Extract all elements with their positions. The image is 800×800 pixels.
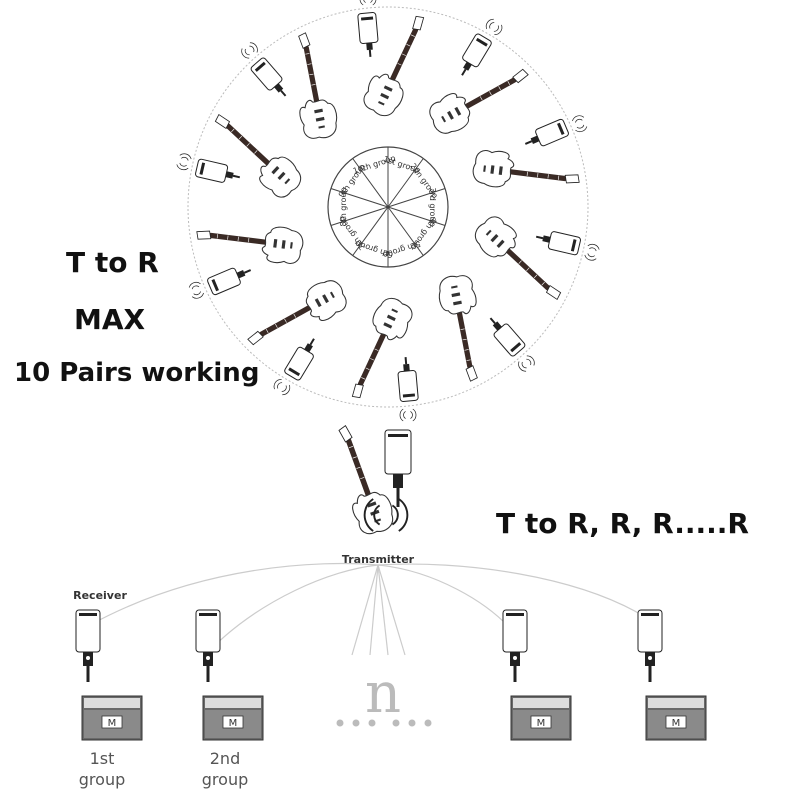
ray-3 [377, 564, 389, 656]
n-symbol: n [365, 661, 401, 726]
wheel-group-3: 3rd group [428, 187, 437, 226]
caption-group-1-line1: 1st [90, 749, 115, 768]
dot [424, 719, 432, 727]
amp-badge: M [672, 718, 681, 729]
guitar-1 [356, 0, 437, 120]
guitar-4 [455, 205, 601, 320]
ray-2 [369, 564, 379, 656]
wheel-spoke [387, 206, 424, 256]
group-wheel: 1st group 2dn group 3rd group 4th group … [327, 146, 449, 268]
guitar-10 [239, 5, 377, 155]
dot [336, 719, 344, 727]
receiver-unit [501, 608, 529, 684]
guitar-5 [399, 259, 537, 409]
wheel-spoke [330, 206, 389, 226]
dot [392, 719, 400, 727]
amp-badge: M [229, 718, 238, 729]
receiver-unit [74, 608, 102, 684]
caption-group-2-line1: 2nd [210, 749, 240, 768]
receiver-label: Receiver [73, 589, 127, 602]
arc-left [89, 562, 379, 626]
receiver-group-3: M [501, 608, 572, 741]
wheel-spoke [330, 188, 389, 208]
transmitter: Transmitter [325, 420, 415, 566]
receiver-unit [636, 608, 664, 684]
guitar-2 [414, 17, 553, 166]
dot [408, 719, 416, 727]
guitar-6 [339, 294, 420, 422]
wheel-spoke [352, 158, 389, 208]
ellipsis-dots [336, 719, 432, 727]
wheel-spoke [352, 206, 389, 256]
dot [352, 719, 360, 727]
arc-left-inner [209, 564, 379, 651]
guitar-9 [175, 94, 321, 209]
amp-badge: M [537, 718, 546, 729]
wheel-spoke [387, 158, 424, 208]
arc-right [377, 563, 651, 621]
pairs-heading: 10 Pairs working [14, 358, 260, 388]
mode-heading: T to R [66, 246, 159, 279]
receiver-unit [194, 608, 222, 684]
transmitter-unit [384, 429, 412, 507]
receiver-group-2: M [194, 608, 264, 741]
wheel-spoke [387, 206, 446, 226]
one-to-many-heading: T to R, R, R.....R [496, 507, 749, 540]
outer-dotted-circle [187, 6, 589, 408]
wheel-group-8: 8th group [339, 187, 348, 226]
caption-group-2-line2: group [202, 770, 248, 789]
wheel-group-3-text: 3rd group [428, 187, 437, 226]
dot [368, 719, 376, 727]
receiver-group-4: M [636, 608, 707, 741]
arc-right-inner [377, 564, 521, 641]
receiver-group-1: M [74, 608, 143, 741]
ray-1 [351, 564, 379, 656]
caption-group-1-line2: group [79, 770, 125, 789]
broadcast-arcs [89, 562, 651, 656]
transmitter-label: Transmitter [342, 553, 415, 566]
guitar-8 [187, 187, 315, 301]
wheel-spoke [387, 188, 446, 208]
wheel-group-8-text: 8th group [339, 187, 348, 226]
max-heading: MAX [74, 303, 146, 336]
ray-4 [377, 564, 406, 656]
guitar-3 [461, 113, 589, 227]
amp-badge: M [108, 718, 117, 729]
